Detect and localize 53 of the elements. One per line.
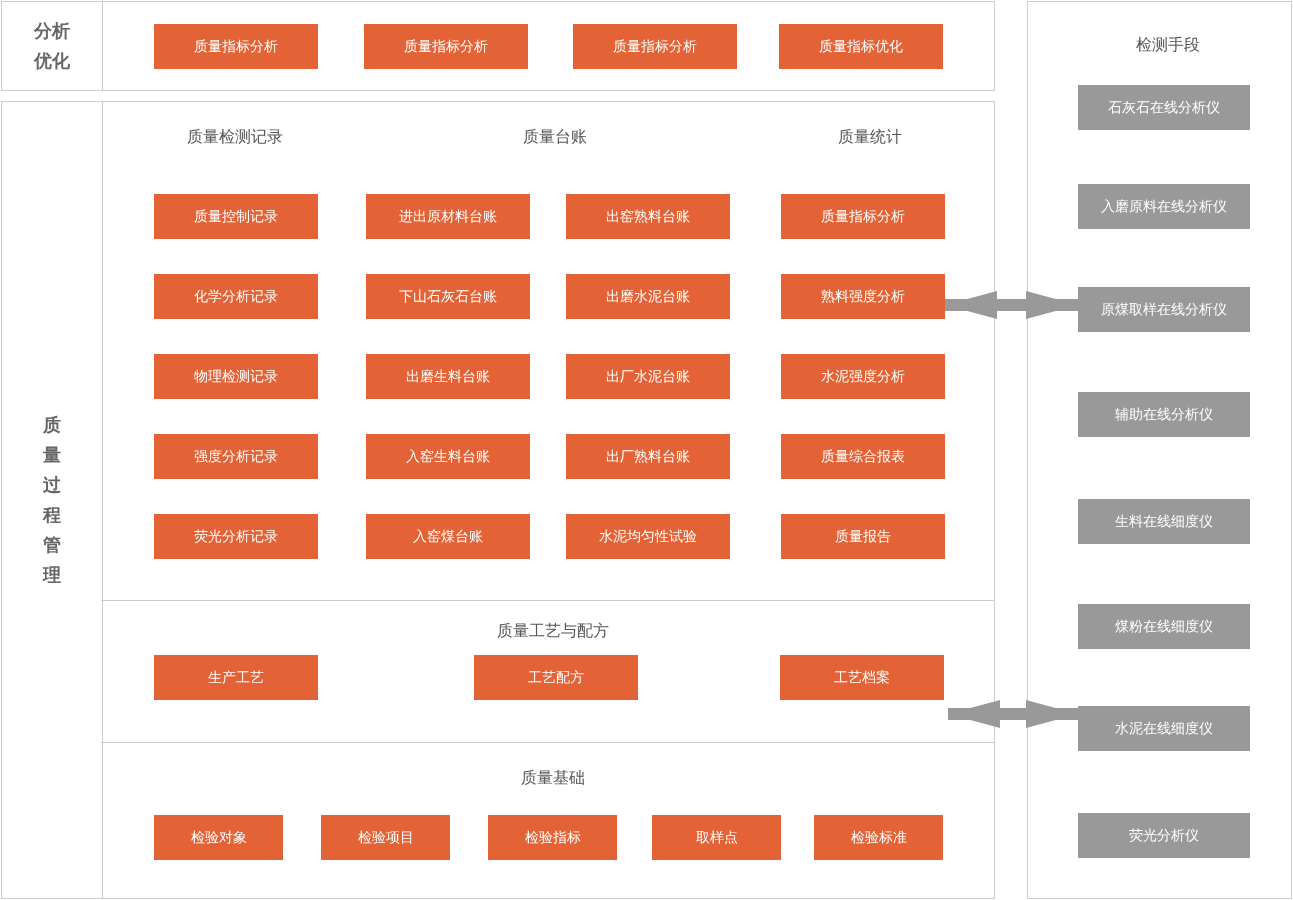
function-box: 水泥强度分析	[781, 354, 945, 399]
function-box: 质量指标优化	[779, 24, 943, 69]
function-box: 荧光分析记录	[154, 514, 318, 559]
function-box: 质量指标分析	[781, 194, 945, 239]
function-box: 进出原材料台账	[366, 194, 530, 239]
section-heading: 质量台账	[523, 126, 587, 147]
device-box: 荧光分析仪	[1078, 813, 1250, 858]
function-box: 入窑煤台账	[366, 514, 530, 559]
band-label: 分析优化	[32, 20, 71, 73]
function-box: 熟料强度分析	[781, 274, 945, 319]
function-box: 出厂熟料台账	[566, 434, 730, 479]
function-box: 取样点	[652, 815, 781, 860]
function-box: 入窑生料台账	[366, 434, 530, 479]
section-heading: 检测手段	[1136, 34, 1200, 55]
device-box: 生料在线细度仪	[1078, 499, 1250, 544]
device-box: 入磨原料在线分析仪	[1078, 184, 1250, 229]
function-box: 物理检测记录	[154, 354, 318, 399]
function-box: 出厂水泥台账	[566, 354, 730, 399]
function-box: 水泥均匀性试验	[566, 514, 730, 559]
function-box: 质量指标分析	[154, 24, 318, 69]
function-box: 出窑熟料台账	[566, 194, 730, 239]
section-heading: 质量检测记录	[187, 126, 283, 147]
band-panel	[1, 101, 995, 899]
section-heading: 质量基础	[521, 767, 585, 788]
function-box: 检验对象	[154, 815, 283, 860]
double-arrow	[948, 700, 1078, 728]
section-heading: 质量统计	[838, 126, 902, 147]
device-box: 辅助在线分析仪	[1078, 392, 1250, 437]
device-box: 石灰石在线分析仪	[1078, 85, 1250, 130]
function-box: 质量报告	[781, 514, 945, 559]
function-box: 出磨生料台账	[366, 354, 530, 399]
function-box: 质量控制记录	[154, 194, 318, 239]
function-box: 生产工艺	[154, 655, 318, 700]
function-box: 工艺档案	[780, 655, 944, 700]
band-panel	[1, 1, 995, 91]
function-box: 质量指标分析	[573, 24, 737, 69]
function-box: 工艺配方	[474, 655, 638, 700]
function-box: 出磨水泥台账	[566, 274, 730, 319]
band-label: 质量过程管理	[42, 414, 62, 587]
function-box: 检验项目	[321, 815, 450, 860]
side-panel	[1027, 1, 1292, 899]
double-arrow	[945, 291, 1078, 319]
function-box: 质量综合报表	[781, 434, 945, 479]
device-box: 原煤取样在线分析仪	[1078, 287, 1250, 332]
function-box: 下山石灰石台账	[366, 274, 530, 319]
function-box: 检验指标	[488, 815, 617, 860]
device-box: 水泥在线细度仪	[1078, 706, 1250, 751]
section-heading: 质量工艺与配方	[497, 620, 609, 641]
device-box: 煤粉在线细度仪	[1078, 604, 1250, 649]
function-box: 检验标准	[814, 815, 943, 860]
function-box: 化学分析记录	[154, 274, 318, 319]
function-box: 质量指标分析	[364, 24, 528, 69]
function-box: 强度分析记录	[154, 434, 318, 479]
